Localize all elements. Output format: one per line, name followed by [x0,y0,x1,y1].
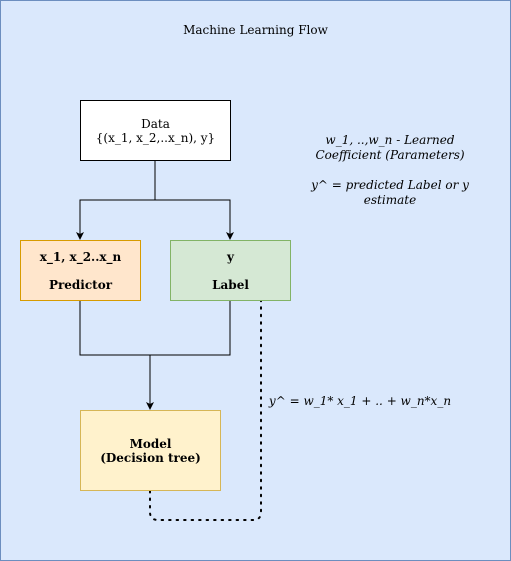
prediction-note-line1: y^ = predicted Label or y [311,178,469,192]
label-node: y Label [170,240,291,301]
model-node: Model (Decision tree) [80,410,221,491]
data-node-subtitle: {(x_1, x_2,..x_n), y} [95,130,216,145]
label-node-label: Label [212,277,249,292]
predictor-node-features: x_1, x_2..x_n [39,249,122,264]
model-node-subtitle: (Decision tree) [100,450,201,465]
coefficients-note: w_1, ..,w_n - Learned Coefficient (Param… [300,133,480,163]
model-node-title: Model [129,436,172,451]
edge-model-to-label-dotted [149,300,262,521]
edge-predictor-to-model [79,301,154,410]
data-node: Data {(x_1, x_2,..x_n), y} [80,100,231,161]
edge-data-to-predictor [76,161,156,240]
predictor-node: x_1, x_2..x_n Predictor [20,240,141,301]
diagram-title: Machine Learning Flow [183,23,328,37]
prediction-note-line2: estimate [363,193,417,207]
edge-label-to-model [150,301,231,356]
data-node-title: Data [141,116,170,131]
label-node-variable: y [227,249,234,264]
predictor-node-label: Predictor [48,277,113,292]
equation-note: y^ = w_1* x_1 + .. + w_n*x_n [268,394,452,408]
edge-data-to-label [155,199,234,240]
coefficients-note-line2: Coefficient (Parameters) [315,148,465,162]
coefficients-note-line1: w_1, ..,w_n - Learned [325,133,455,147]
prediction-note: y^ = predicted Label or y estimate [300,178,480,208]
